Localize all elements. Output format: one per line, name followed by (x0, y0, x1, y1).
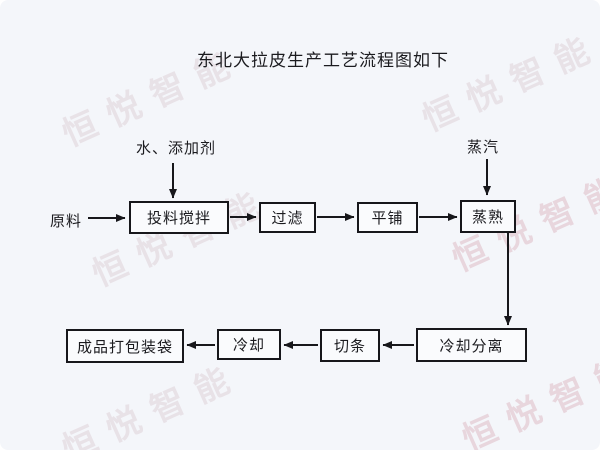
node-filtering: 过滤 (259, 202, 316, 233)
node-cooling-separation: 冷却分离 (416, 328, 527, 362)
node-packing: 成品打包装袋 (66, 329, 184, 363)
node-cutting: 切条 (320, 329, 380, 362)
label-raw-material: 原料 (50, 214, 83, 230)
node-mixing: 投料搅拌 (129, 201, 229, 234)
label-steam: 蒸汽 (467, 140, 500, 156)
node-cooling: 冷却 (217, 329, 281, 360)
node-steaming: 蒸熟 (460, 200, 516, 233)
label-water-additives: 水、添加剂 (136, 141, 217, 157)
page-title: 东北大拉皮生产工艺流程图如下 (197, 51, 449, 70)
node-spreading: 平铺 (357, 202, 418, 233)
